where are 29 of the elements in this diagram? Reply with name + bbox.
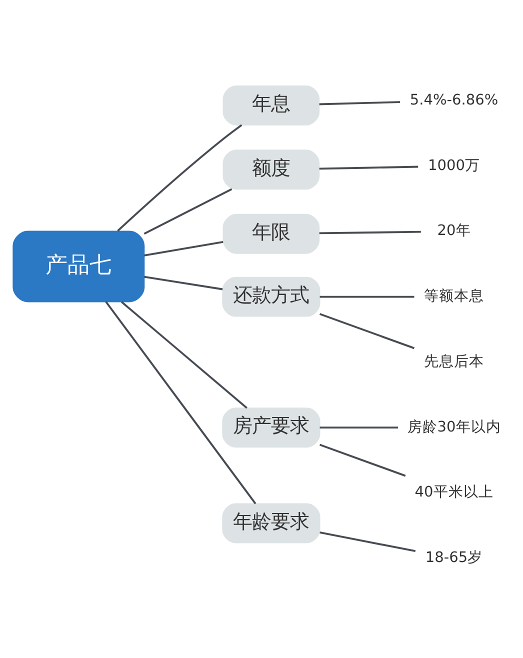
node-text: 1000万 — [428, 157, 480, 174]
node-text: 5.4%-6.86% — [410, 92, 498, 108]
node-box: 产品七 — [12, 230, 145, 302]
node-text: 等额本息 — [424, 288, 484, 304]
node-box: 年息 — [222, 85, 320, 125]
node-box: 房产要求 — [222, 407, 320, 448]
connector — [144, 240, 224, 256]
node-text: 20年 — [437, 222, 471, 239]
node-text: 18-65岁 — [425, 550, 483, 566]
connector — [320, 295, 414, 298]
connector — [144, 275, 223, 290]
node-box: 年限 — [222, 213, 320, 254]
connector — [320, 531, 416, 552]
connector — [319, 165, 418, 170]
node-text: 40平米以上 — [414, 484, 494, 500]
connector — [319, 100, 400, 105]
connector — [319, 230, 421, 234]
connector — [319, 312, 415, 349]
node-text: 房龄30年以内 — [407, 418, 501, 435]
connector — [320, 426, 398, 428]
connector — [319, 443, 406, 476]
node-box: 额度 — [222, 149, 320, 190]
connector — [120, 300, 248, 408]
connector — [105, 300, 256, 504]
connector — [117, 124, 242, 232]
node-box: 还款方式 — [222, 276, 320, 316]
node-box: 年龄要求 — [222, 502, 320, 543]
connector — [144, 188, 232, 234]
node-text: 先息后本 — [424, 353, 484, 370]
